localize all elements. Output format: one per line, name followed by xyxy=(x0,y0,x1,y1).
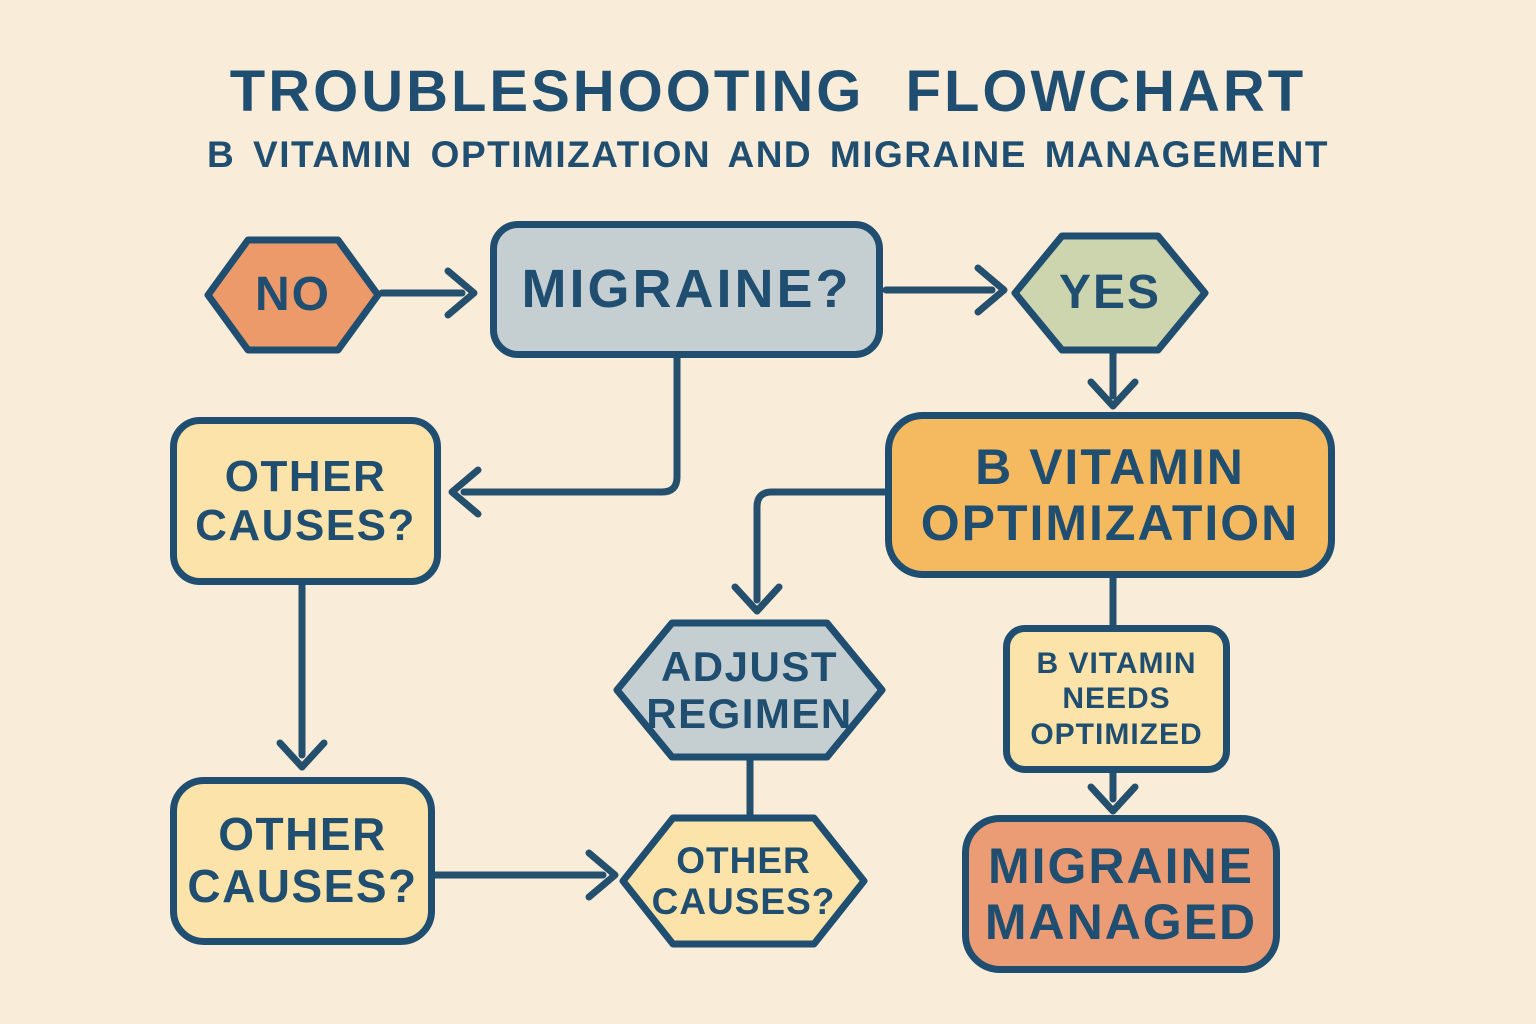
adjust-regimen-hexagon-shape xyxy=(613,619,886,761)
node-adjust-regimen: ADJUST REGIMEN xyxy=(617,623,882,757)
edge-migraine-to-other-causes-mid xyxy=(448,354,681,518)
node-migraine-managed-label: MIGRAINE MANAGED xyxy=(984,838,1258,950)
yes-hexagon-shape xyxy=(1011,232,1209,354)
node-b-vitamin-optimization: B VITAMIN OPTIMIZATION xyxy=(885,412,1335,578)
node-other-causes-bottom-label: OTHER CAUSES? xyxy=(187,808,418,912)
node-b-vitamin-needs-label: B VITAMIN NEEDS OPTIMIZED xyxy=(1030,646,1203,751)
edge-yes-to-b-vitamin-optimization xyxy=(1087,348,1139,410)
node-b-vitamin-needs: B VITAMIN NEEDS OPTIMIZED xyxy=(1003,625,1230,773)
node-adjust-regimen-label: ADJUST REGIMEN xyxy=(646,642,853,737)
edge-b-vitamin-needs-to-migraine-managed xyxy=(1087,769,1139,815)
page-subtitle: B VITAMIN OPTIMIZATION AND MIGRAINE MANA… xyxy=(207,134,1329,175)
node-other-causes-mid: OTHER CAUSES? xyxy=(170,417,441,585)
node-other-causes-mid-label: OTHER CAUSES? xyxy=(195,451,416,550)
node-no: NO xyxy=(208,240,378,350)
edge-b-vitamin-optimization-to-adjust-regimen xyxy=(731,488,889,615)
node-yes-label: YES xyxy=(1058,266,1162,320)
node-migraine-managed: MIGRAINE MANAGED xyxy=(962,815,1280,973)
node-b-vitamin-optimization-label: B VITAMIN OPTIMIZATION xyxy=(920,439,1300,551)
edge-other-causes-mid-to-other-causes-bottom xyxy=(276,581,328,771)
node-other-causes-bottom: OTHER CAUSES? xyxy=(170,777,435,945)
node-migraine-label: MIGRAINE? xyxy=(521,259,852,320)
other-causes-hexagon-shape xyxy=(619,814,868,948)
node-no-label: NO xyxy=(255,268,331,322)
edge-migraine-to-yes xyxy=(882,264,1008,316)
no-hexagon-shape xyxy=(204,236,382,354)
node-other-causes-hex: OTHER CAUSES? xyxy=(623,818,864,944)
page-title: TROUBLESHOOTING FLOWCHART xyxy=(229,59,1307,124)
node-other-causes-hex-label: OTHER CAUSES? xyxy=(651,839,836,922)
edge-no-to-migraine xyxy=(378,267,478,319)
edge-other-causes-bottom-to-other-causes-hex xyxy=(431,849,619,901)
node-yes: YES xyxy=(1015,236,1205,350)
node-migraine: MIGRAINE? xyxy=(490,221,883,358)
